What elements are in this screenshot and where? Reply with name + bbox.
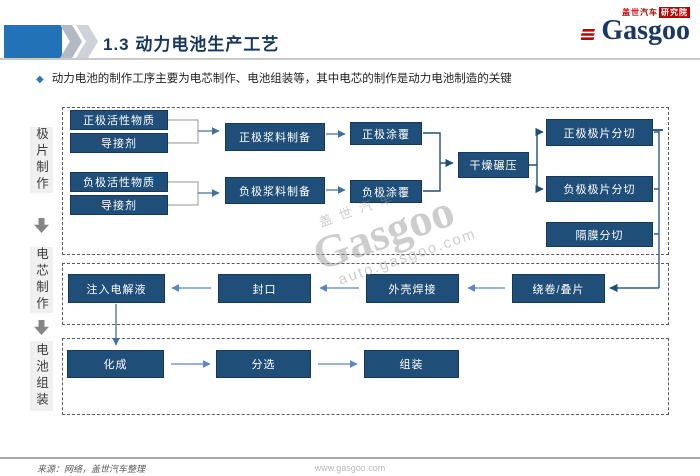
process-box-formation: 化成 — [67, 350, 164, 378]
title-accent-bar — [4, 25, 62, 58]
section-frame-cell — [62, 263, 669, 325]
process-box-neg-binder: 导接剂 — [70, 195, 168, 215]
diamond-bullet-icon: ◆ — [36, 74, 44, 85]
chevron-icon — [60, 25, 82, 58]
process-box-neg-slurry: 负极浆料制备 — [225, 177, 325, 204]
header-divider — [0, 58, 700, 60]
process-box-pos-binder: 导接剂 — [70, 133, 168, 153]
lane-label-electrode: 极片制作 — [30, 127, 53, 193]
process-box-sorting: 分选 — [216, 350, 311, 378]
process-box-pos-coating: 正极涂覆 — [350, 122, 422, 145]
process-box-sep-slitting: 隔膜分切 — [546, 222, 653, 247]
key-point-text: 动力电池的制作工序主要为电芯制作、电池组装等，其中电芯的制作是动力电池制造的关键 — [51, 73, 512, 85]
process-box-inject: 注入电解液 — [68, 274, 165, 303]
chevron-icon — [76, 25, 98, 58]
process-box-winding: 绕卷/叠片 — [512, 274, 605, 303]
section-frame-pack — [62, 338, 669, 415]
logo-institute-badge: 研究院 — [659, 7, 690, 18]
logo-cn-row: 盖世汽车 研究院 — [582, 7, 690, 18]
process-box-pos-slitting: 正极极片分切 — [546, 119, 653, 146]
down-arrow-icon — [34, 320, 49, 335]
logo-en-text: Gasgoo — [601, 15, 690, 46]
logo-stripes-icon — [581, 29, 595, 40]
process-box-dry-roll: 干燥碾压 — [458, 152, 529, 178]
process-box-seal: 封口 — [218, 274, 311, 303]
section-frame-electrode — [62, 107, 669, 255]
key-point: ◆ 动力电池的制作工序主要为电芯制作、电池组装等，其中电芯的制作是动力电池制造的关… — [36, 70, 676, 86]
lane-label-cell: 电芯制作 — [30, 247, 53, 313]
logo-wordmark: Gasgoo — [581, 15, 690, 46]
source-note: 来源：网络，盖世汽车整理 — [37, 464, 146, 474]
process-box-neg-coating: 负极涂覆 — [350, 180, 422, 203]
lane-label-pack: 电池组装 — [30, 341, 53, 411]
process-box-neg-slitting: 负极极片分切 — [546, 176, 653, 202]
gasgoo-logo: 盖世汽车 研究院 Gasgoo — [581, 7, 690, 46]
process-box-neg-active: 负极活性物质 — [70, 172, 168, 192]
process-box-assembly: 组装 — [364, 350, 459, 378]
down-arrow-icon — [34, 218, 49, 233]
footer-divider — [0, 457, 700, 459]
logo-cn-text: 盖世汽车 — [622, 8, 658, 17]
page-title: 1.3 动力电池生产工艺 — [103, 35, 280, 54]
process-box-pos-slurry: 正极浆料制备 — [225, 123, 325, 151]
footer-url: www.gasgoo.com — [314, 463, 386, 473]
process-box-pos-active: 正极活性物质 — [70, 110, 168, 130]
process-box-case-weld: 外壳焊接 — [366, 274, 459, 303]
